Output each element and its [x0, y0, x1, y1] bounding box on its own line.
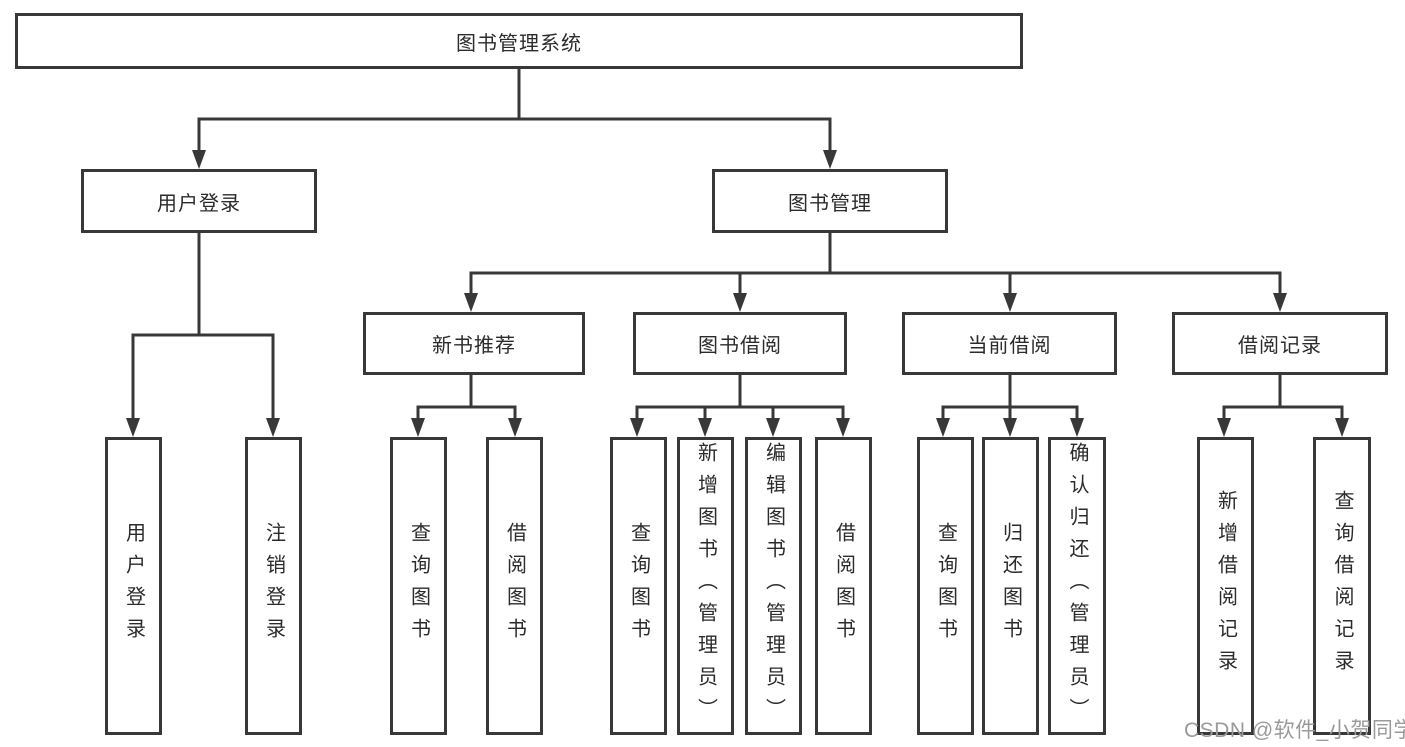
- node-label: 图书管理系统: [456, 32, 582, 55]
- leaf-user-login: 用户登录: [105, 437, 162, 735]
- node-user-login: 用户登录: [81, 169, 317, 233]
- leaf-confirm-return-admin: 确认归还（管理员）: [1048, 437, 1106, 735]
- node-label: 当前借阅: [967, 335, 1052, 357]
- leaf-label: 新增图书（管理员）: [694, 442, 717, 730]
- leaf-label: 编辑图书（管理员）: [762, 442, 785, 730]
- leaf-label: 查询图书: [934, 522, 957, 650]
- leaf-label: 注销登录: [262, 522, 285, 650]
- node-library-management-system: 图书管理系统: [15, 13, 1023, 69]
- node-label: 图书管理: [788, 192, 872, 215]
- leaf-label: 用户登录: [122, 522, 145, 650]
- leaf-borrow-books: 借阅图书: [486, 437, 543, 735]
- node-borrowing-records: 借阅记录: [1172, 312, 1388, 375]
- leaf-query-books: 查询图书: [610, 437, 667, 735]
- connector-book-mgmt-to-level3: [469, 232, 1282, 297]
- leaf-label: 新增借阅记录: [1214, 490, 1237, 682]
- leaf-logout: 注销登录: [245, 437, 302, 735]
- leaf-label: 归还图书: [999, 522, 1022, 650]
- leaf-label: 确认归还（管理员）: [1066, 442, 1088, 730]
- leaf-borrow-books: 借阅图书: [815, 437, 872, 735]
- connector-book-borrow-to-leaves: [635, 374, 845, 422]
- connector-current-borrow-to-leaves: [941, 374, 1079, 422]
- leaf-add-borrow-record: 新增借阅记录: [1197, 437, 1254, 735]
- node-new-book-recommend: 新书推荐: [363, 312, 585, 375]
- node-current-borrowing: 当前借阅: [902, 312, 1117, 375]
- leaf-query-borrow-record: 查询借阅记录: [1313, 437, 1371, 735]
- leaf-return-books: 归还图书: [982, 437, 1039, 735]
- connector-user-login-to-leaves: [131, 232, 275, 422]
- arrowheads: [126, 150, 1349, 437]
- leaf-label: 查询图书: [407, 522, 430, 650]
- connector-root-to-level2: [197, 68, 832, 155]
- leaf-label: 查询图书: [627, 522, 650, 650]
- leaf-label: 借阅图书: [503, 522, 526, 650]
- connector-borrow-records-to-leaves: [1222, 374, 1344, 422]
- node-label: 新书推荐: [432, 335, 516, 357]
- leaf-edit-books-admin: 编辑图书（管理员）: [745, 437, 802, 735]
- leaf-add-books-admin: 新增图书（管理员）: [677, 437, 734, 735]
- node-label: 借阅记录: [1238, 335, 1322, 357]
- leaf-label: 查询借阅记录: [1331, 490, 1353, 682]
- node-book-management: 图书管理: [712, 169, 948, 233]
- node-book-borrowing: 图书借阅: [633, 312, 847, 375]
- leaf-query-books: 查询图书: [390, 437, 447, 735]
- node-label: 图书借阅: [698, 335, 782, 357]
- connector-new-books-to-leaves: [416, 374, 517, 422]
- leaf-query-books: 查询图书: [917, 437, 974, 735]
- node-label: 用户登录: [157, 192, 241, 215]
- csdn-watermark: CSDN @软件_小贺同学: [1184, 719, 1405, 742]
- leaf-label: 借阅图书: [832, 522, 855, 650]
